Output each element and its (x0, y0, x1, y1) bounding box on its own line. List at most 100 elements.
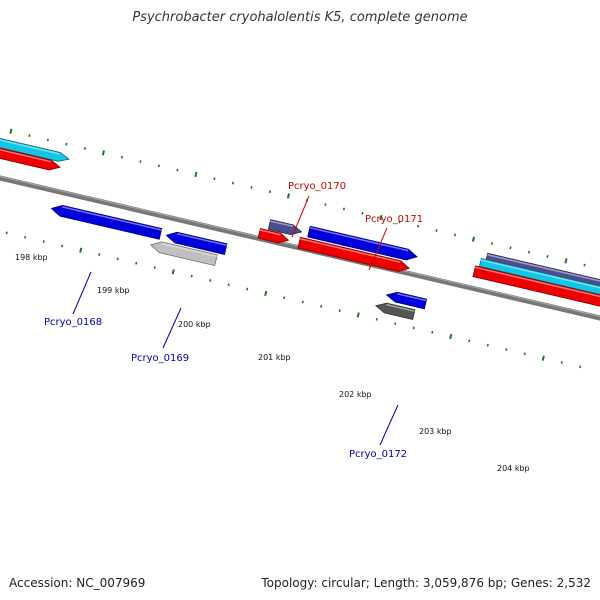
upper-tick-mark (398, 220, 401, 224)
lower-tick-mark (209, 279, 212, 282)
tick-label-201kbp: 201 kbp (258, 353, 291, 362)
lower-tick-mark (42, 240, 45, 243)
lower-tick-mark (449, 333, 453, 340)
feature-pcryo-0170[interactable] (267, 219, 303, 235)
lower-tick-mark (523, 352, 526, 356)
upper-tick-mark (46, 138, 49, 142)
upper-tick-mark (361, 211, 364, 215)
lower-tick-mark (412, 326, 415, 330)
upper-tick-mark (120, 155, 123, 159)
lower-tick-mark (320, 304, 323, 308)
feature-reverse-blue-small[interactable] (385, 291, 428, 310)
upper-tick-mark (453, 233, 457, 237)
upper-tick-mark (286, 193, 290, 199)
upper-tick-mark (379, 214, 383, 221)
lower-tick-mark (468, 339, 471, 343)
upper-tick-mark (564, 258, 568, 264)
upper-tick-mark (324, 203, 327, 207)
feature-red-right[interactable] (472, 265, 600, 310)
upper-tick-mark (83, 147, 86, 150)
feature-pcryo-0169[interactable] (149, 241, 218, 267)
feature-red-forward[interactable] (297, 236, 410, 272)
gene-label-pcryo_0170[interactable]: Pcryo_0170 (288, 181, 346, 192)
lower-tick-mark (190, 274, 193, 278)
upper-tick-mark (157, 164, 160, 168)
tick-label-200kbp: 200 kbp (178, 320, 211, 329)
label-leader-pcryo_0168 (72, 271, 92, 315)
lower-tick-mark (338, 309, 341, 313)
label-leader-pcryo_0170 (291, 195, 310, 238)
lower-tick-mark (560, 361, 563, 364)
upper-tick-mark (231, 181, 235, 185)
feature-cyan-right[interactable] (479, 257, 600, 298)
feature-track (0, 134, 600, 320)
feature-pcryo-0171[interactable] (307, 225, 418, 261)
lower-tick-mark (486, 343, 489, 347)
lower-tick-mark (356, 312, 360, 318)
tick-label-204kbp: 204 kbp (497, 464, 530, 473)
accession-text: Accession: NC_007969 (9, 576, 146, 590)
tick-label-199kbp: 199 kbp (97, 286, 130, 295)
feature-cyan-left[interactable] (0, 134, 71, 162)
upper-tick-mark (139, 160, 142, 163)
feature-red-small[interactable] (257, 227, 290, 244)
lower-tick-mark (394, 322, 397, 326)
lower-tick-mark (24, 235, 27, 239)
lower-tick-mark (61, 244, 64, 248)
feature-pcryo-0168[interactable] (50, 204, 163, 240)
upper-tick-mark (546, 255, 549, 258)
lower-tick-mark (505, 348, 508, 351)
lower-tick-mark (79, 247, 83, 253)
upper-tick-mark (435, 229, 438, 232)
upper-tick-mark (65, 142, 68, 146)
upper-tick-mark (268, 190, 272, 194)
lower-tick-mark (283, 296, 286, 300)
tick-track: 198 kbp 199 kbp 200 kbp 201 kbp 202 kbp 203 k… (5, 128, 586, 473)
feature-red-left[interactable] (0, 143, 61, 171)
lower-tick-mark (171, 269, 175, 275)
lower-tick-mark (541, 355, 545, 361)
lower-tick-mark (246, 287, 249, 291)
upper-tick-mark (490, 242, 494, 245)
upper-tick-mark (416, 224, 420, 228)
tick-label-202kbp: 202 kbp (339, 390, 372, 399)
label-leader-pcryo_0172 (379, 404, 399, 446)
upper-tick-mark (9, 128, 13, 134)
lower-tick-mark (116, 257, 119, 261)
lower-tick-mark (153, 266, 156, 269)
upper-tick-mark (471, 236, 476, 242)
upper-tick-mark (509, 246, 512, 250)
lower-tick-mark (375, 317, 378, 321)
lower-tick-mark (301, 300, 304, 304)
label-leader-pcryo_0169 (162, 307, 182, 349)
lower-tick-mark (227, 283, 230, 287)
upper-tick-mark (342, 207, 346, 211)
upper-tick-mark (28, 134, 31, 137)
genome-summary-text: Topology: circular; Length: 3,059,876 bp… (261, 576, 591, 590)
label-leader-pcryo_0171 (368, 227, 388, 271)
tick-label-198kbp: 198 kbp (15, 253, 48, 262)
lower-tick-mark (264, 290, 268, 297)
gene-label-pcryo_0171[interactable]: Pcryo_0171 (365, 214, 423, 225)
upper-tick-mark (176, 168, 179, 172)
map-title: Psychrobacter cryohalolentis K5, complet… (132, 10, 468, 25)
lower-tick-mark (5, 231, 8, 235)
upper-tick-mark (250, 185, 253, 189)
lower-tick-mark (135, 261, 138, 265)
gene-label-pcryo_0168[interactable]: Pcryo_0168 (44, 317, 102, 328)
feature-reverse-blue[interactable] (165, 231, 228, 255)
lower-tick-mark (98, 253, 101, 256)
lower-tick-mark (431, 330, 434, 334)
gene-label-pcryo_0169[interactable]: Pcryo_0169 (131, 353, 189, 364)
upper-tick-mark (194, 171, 198, 178)
upper-tick-mark (213, 177, 216, 181)
tick-label-203kbp: 203 kbp (419, 427, 452, 436)
upper-tick-mark (527, 250, 531, 254)
upper-tick-mark (101, 150, 105, 156)
feature-pcryo-0172[interactable] (374, 302, 416, 320)
lower-tick-mark (579, 365, 582, 369)
upper-tick-mark (583, 263, 586, 267)
gene-label-pcryo_0172[interactable]: Pcryo_0172 (349, 449, 407, 460)
